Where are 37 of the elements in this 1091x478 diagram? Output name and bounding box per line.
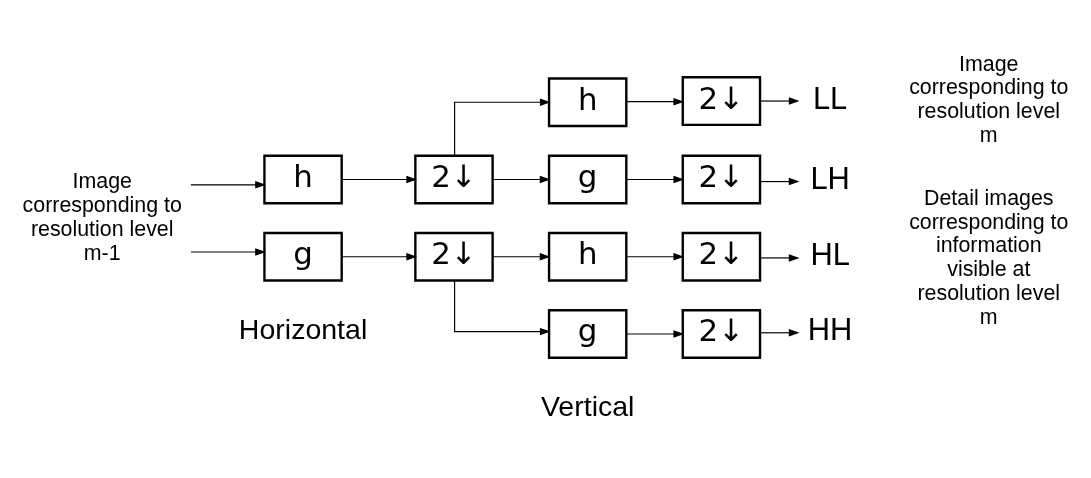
arrow <box>625 97 685 105</box>
node-text: LH <box>810 160 850 196</box>
node-text: LL <box>812 80 848 116</box>
node-box: 2↓ <box>681 231 762 282</box>
node-box: h <box>547 76 628 127</box>
node-box: g <box>547 308 628 359</box>
arrow <box>341 252 418 260</box>
arrow <box>759 96 800 105</box>
arrow <box>492 252 551 260</box>
node-box: 2↓ <box>681 154 762 204</box>
arrow <box>625 175 685 183</box>
node-box: g <box>547 154 628 204</box>
arrow <box>492 175 551 183</box>
label: Horizontal <box>238 312 368 345</box>
node-box: h <box>547 231 628 282</box>
arrow <box>759 253 800 262</box>
arrow <box>190 247 266 256</box>
node-box: 2↓ <box>414 231 494 282</box>
node-box: 2↓ <box>681 75 762 126</box>
node-box: 2↓ <box>414 154 494 204</box>
label: Detail images corresponding to information visible at resolution level m <box>909 185 1069 329</box>
node-label: Image corresponding to resolution level m <box>909 51 1069 147</box>
arrow <box>190 180 266 189</box>
node-text: HL <box>810 236 850 272</box>
arrow <box>625 252 685 260</box>
arrow <box>454 279 551 335</box>
arrow <box>341 175 418 183</box>
arrow <box>759 328 800 337</box>
node-text: HH <box>807 311 853 347</box>
label: Vertical <box>540 389 635 422</box>
arrow <box>454 98 551 156</box>
node-box: 2↓ <box>681 308 762 359</box>
node-box: h <box>263 154 343 204</box>
arrow <box>759 177 800 185</box>
arrow <box>625 329 685 338</box>
node-box: g <box>263 231 343 282</box>
node-text: Image corresponding to resolution level m-1 <box>22 168 182 265</box>
